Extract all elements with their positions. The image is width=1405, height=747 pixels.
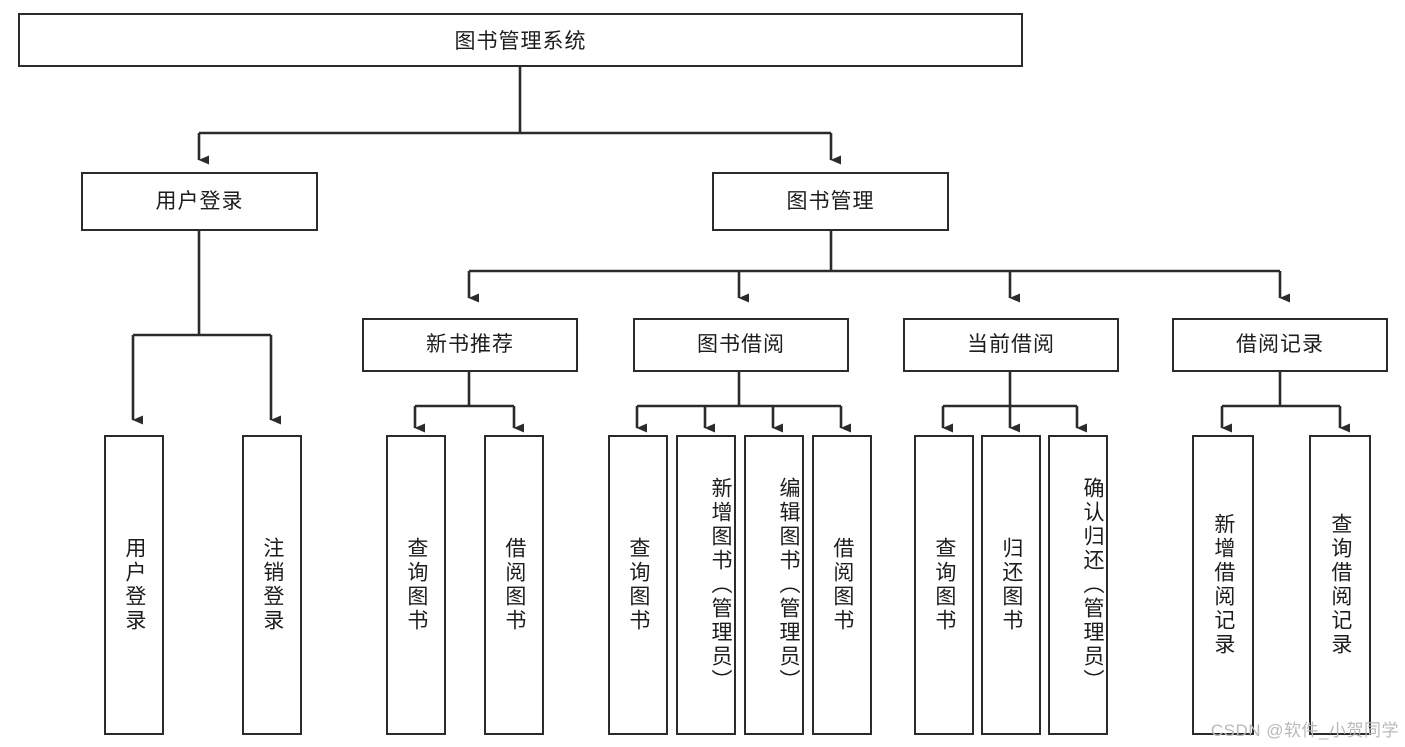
leaf-add-record-label: 新增借阅记录 — [1211, 513, 1235, 657]
leaf-query-book-2-label: 查询图书 — [626, 537, 650, 633]
node-current-borrow[interactable]: 当前借阅 — [903, 318, 1119, 372]
node-root-book-management-system[interactable]: 图书管理系统 — [18, 13, 1023, 67]
leaf-logout-login-label: 注销登录 — [260, 537, 284, 633]
leaf-logout-login[interactable]: 注销登录 — [242, 435, 302, 735]
leaf-return-book[interactable]: 归还图书 — [981, 435, 1041, 735]
node-root-label: 图书管理系统 — [454, 30, 587, 53]
leaf-edit-book[interactable]: 编辑图书（管理员） — [744, 435, 804, 735]
leaf-query-book-2[interactable]: 查询图书 — [608, 435, 668, 735]
node-book-borrow-label: 图书借阅 — [697, 333, 785, 357]
leaf-add-book-label: 新增图书（管理员） — [709, 477, 732, 693]
leaf-borrow-book-2[interactable]: 借阅图书 — [812, 435, 872, 735]
leaf-confirm-return-label: 确认归还（管理员） — [1081, 477, 1104, 693]
leaf-query-record[interactable]: 查询借阅记录 — [1309, 435, 1371, 735]
leaf-add-record[interactable]: 新增借阅记录 — [1192, 435, 1254, 735]
node-book-management[interactable]: 图书管理 — [712, 172, 949, 231]
leaf-add-book[interactable]: 新增图书（管理员） — [676, 435, 736, 735]
node-book-management-label: 图书管理 — [786, 189, 875, 213]
leaf-query-book-1-label: 查询图书 — [404, 537, 428, 633]
leaf-edit-book-label: 编辑图书（管理员） — [777, 477, 800, 693]
node-borrow-record-label: 借阅记录 — [1236, 333, 1324, 357]
node-user-login[interactable]: 用户登录 — [81, 172, 318, 231]
leaf-user-login-label: 用户登录 — [122, 537, 146, 633]
csdn-watermark: CSDN @软件_小贺同学 — [1210, 721, 1399, 740]
node-user-login-label: 用户登录 — [155, 189, 244, 213]
leaf-user-login[interactable]: 用户登录 — [104, 435, 164, 735]
leaf-query-record-label: 查询借阅记录 — [1328, 513, 1352, 657]
leaf-return-book-label: 归还图书 — [999, 537, 1023, 633]
leaf-borrow-book-1-label: 借阅图书 — [502, 537, 526, 633]
leaf-borrow-book-1[interactable]: 借阅图书 — [484, 435, 544, 735]
node-new-book-recommend-label: 新书推荐 — [426, 333, 514, 357]
leaf-query-book-1[interactable]: 查询图书 — [386, 435, 446, 735]
node-current-borrow-label: 当前借阅 — [967, 333, 1055, 357]
leaf-query-book-3[interactable]: 查询图书 — [914, 435, 974, 735]
node-new-book-recommend[interactable]: 新书推荐 — [362, 318, 578, 372]
leaf-borrow-book-2-label: 借阅图书 — [830, 537, 854, 633]
leaf-confirm-return[interactable]: 确认归还（管理员） — [1048, 435, 1108, 735]
leaf-query-book-3-label: 查询图书 — [932, 537, 956, 633]
node-borrow-record[interactable]: 借阅记录 — [1172, 318, 1388, 372]
node-book-borrow[interactable]: 图书借阅 — [633, 318, 849, 372]
